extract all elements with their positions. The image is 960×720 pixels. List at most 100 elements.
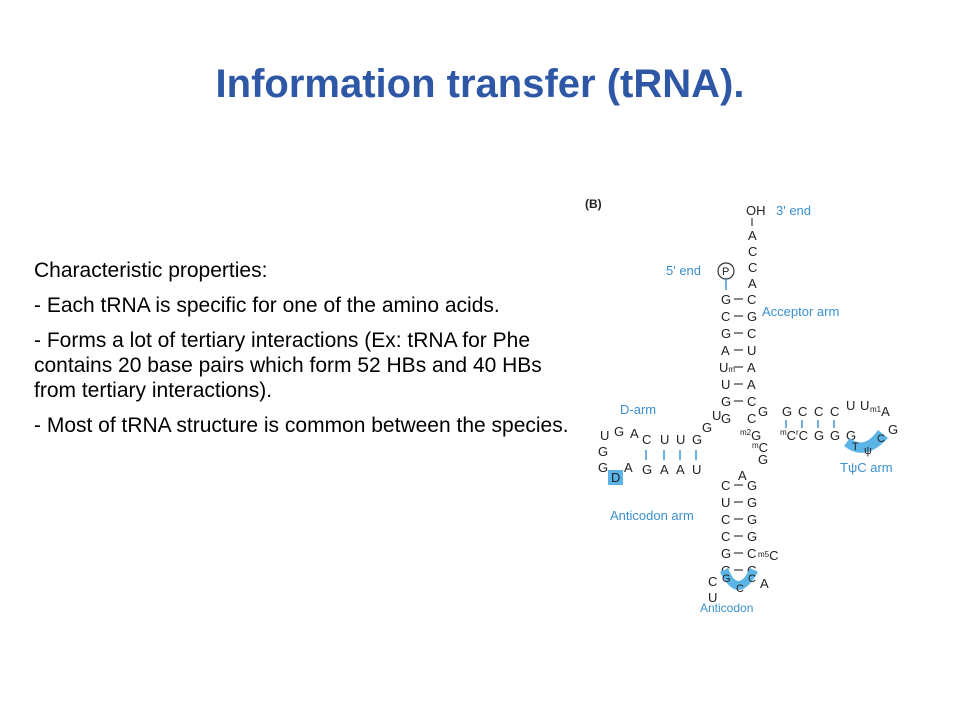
svg-text:G: G — [747, 529, 757, 544]
svg-text:U: U — [600, 428, 609, 443]
svg-text:A: A — [747, 360, 756, 375]
svg-text:U: U — [747, 343, 756, 358]
svg-text:C: C — [721, 309, 730, 324]
svg-text:A: A — [660, 462, 669, 477]
svg-text:m1A: m1A — [870, 404, 890, 419]
svg-text:A: A — [721, 343, 730, 358]
svg-text:U: U — [708, 590, 717, 605]
svg-text:C: C — [747, 546, 756, 561]
five-prime-end-label: 5' end — [666, 263, 701, 278]
svg-text:A: A — [748, 228, 757, 243]
d-arm-label: D-arm — [620, 402, 656, 417]
svg-text:G: G — [747, 309, 757, 324]
svg-text:C: C — [748, 573, 756, 585]
svg-text:C: C — [814, 404, 823, 419]
svg-text:C: C — [708, 574, 717, 589]
acceptor-arm-label: Acceptor arm — [762, 304, 839, 319]
svg-text:mC: mC — [780, 428, 796, 443]
three-prime-end-label: 3' end — [776, 203, 811, 218]
svg-text:C: C — [747, 394, 756, 409]
svg-text:G: G — [702, 420, 712, 435]
svg-text:rC: rC — [796, 428, 808, 443]
paragraph-heading: Characteristic properties: — [34, 259, 268, 282]
svg-text:mC: mC — [752, 440, 768, 455]
panel-label: (B) — [585, 197, 602, 211]
svg-text:C: C — [877, 433, 885, 445]
slide-body: Characteristic properties: - Each tRNA i… — [34, 258, 579, 448]
svg-text:G: G — [758, 452, 768, 467]
svg-text:A: A — [624, 460, 633, 475]
phosphate-label: P — [722, 266, 729, 278]
svg-text:G: G — [598, 460, 608, 475]
svg-text:C: C — [721, 512, 730, 527]
svg-text:C: C — [642, 432, 651, 447]
slide-title: Information transfer (tRNA). — [215, 62, 745, 106]
svg-text:G: G — [814, 428, 824, 443]
svg-text:C: C — [830, 404, 839, 419]
svg-text:U: U — [721, 377, 730, 392]
svg-text:G: G — [721, 292, 731, 307]
anticodon-loop-highlight — [720, 568, 758, 590]
svg-text:G: G — [830, 428, 840, 443]
svg-text:G: G — [721, 326, 731, 341]
svg-text:D: D — [611, 470, 620, 485]
svg-text:A: A — [630, 426, 639, 441]
svg-text:U: U — [676, 432, 685, 447]
paragraph-specificity: - Each tRNA is specific for one of the a… — [34, 294, 500, 317]
tpsic-loop-highlight — [844, 430, 888, 453]
svg-text:A: A — [747, 377, 756, 392]
svg-text:U: U — [660, 432, 669, 447]
svg-text:G: G — [782, 404, 792, 419]
svg-text:G: G — [747, 495, 757, 510]
tpsic-arm-label: TψC arm — [840, 460, 893, 475]
acceptor-tail-bases: A C C A — [748, 228, 757, 291]
svg-text:C: C — [736, 583, 744, 595]
svg-text:Um: Um — [719, 360, 735, 375]
svg-text:U: U — [712, 408, 721, 423]
svg-text:A: A — [738, 468, 747, 483]
paragraph-common-structure: - Most of tRNA structure is common betwe… — [34, 414, 569, 437]
svg-text:G: G — [642, 462, 652, 477]
svg-text:C: C — [721, 529, 730, 544]
svg-text:ψ: ψ — [864, 445, 872, 457]
svg-text:G: G — [747, 512, 757, 527]
svg-text:A: A — [760, 576, 769, 591]
svg-text:G: G — [692, 432, 702, 447]
svg-text:C: C — [721, 478, 730, 493]
svg-text:A: A — [676, 462, 685, 477]
svg-text:G: G — [598, 444, 608, 459]
svg-text:C: C — [748, 260, 757, 275]
svg-text:A: A — [748, 276, 757, 291]
svg-text:G: G — [721, 394, 731, 409]
svg-text:m2G: m2G — [740, 428, 761, 443]
svg-text:m5C: m5C — [758, 548, 779, 563]
anticodon-stem: CG UG CG CG GC CG — [721, 478, 757, 578]
svg-text:G: G — [721, 411, 731, 426]
svg-text:C: C — [747, 411, 756, 426]
svg-text:G: G — [722, 573, 731, 585]
paragraph-tertiary-interactions: - Forms a lot of tertiary interactions (… — [34, 329, 542, 402]
svg-text:G: G — [614, 424, 624, 439]
svg-text:U: U — [692, 462, 701, 477]
svg-text:G: G — [846, 428, 856, 443]
svg-text:G: G — [721, 546, 731, 561]
svg-text:U: U — [846, 398, 855, 413]
svg-text:U: U — [860, 398, 869, 413]
anticodon-arm-label: Anticodon arm — [610, 508, 694, 523]
svg-text:C: C — [798, 404, 807, 419]
svg-text:C: C — [747, 326, 756, 341]
svg-text:G: G — [758, 404, 768, 419]
svg-text:G: G — [888, 422, 898, 437]
svg-text:U: U — [721, 495, 730, 510]
svg-text:T: T — [852, 441, 859, 453]
svg-text:C: C — [748, 244, 757, 259]
svg-text:G: G — [747, 478, 757, 493]
svg-text:C: C — [747, 292, 756, 307]
anticodon-label: Anticodon — [700, 601, 753, 615]
d-base-highlight — [608, 470, 623, 485]
